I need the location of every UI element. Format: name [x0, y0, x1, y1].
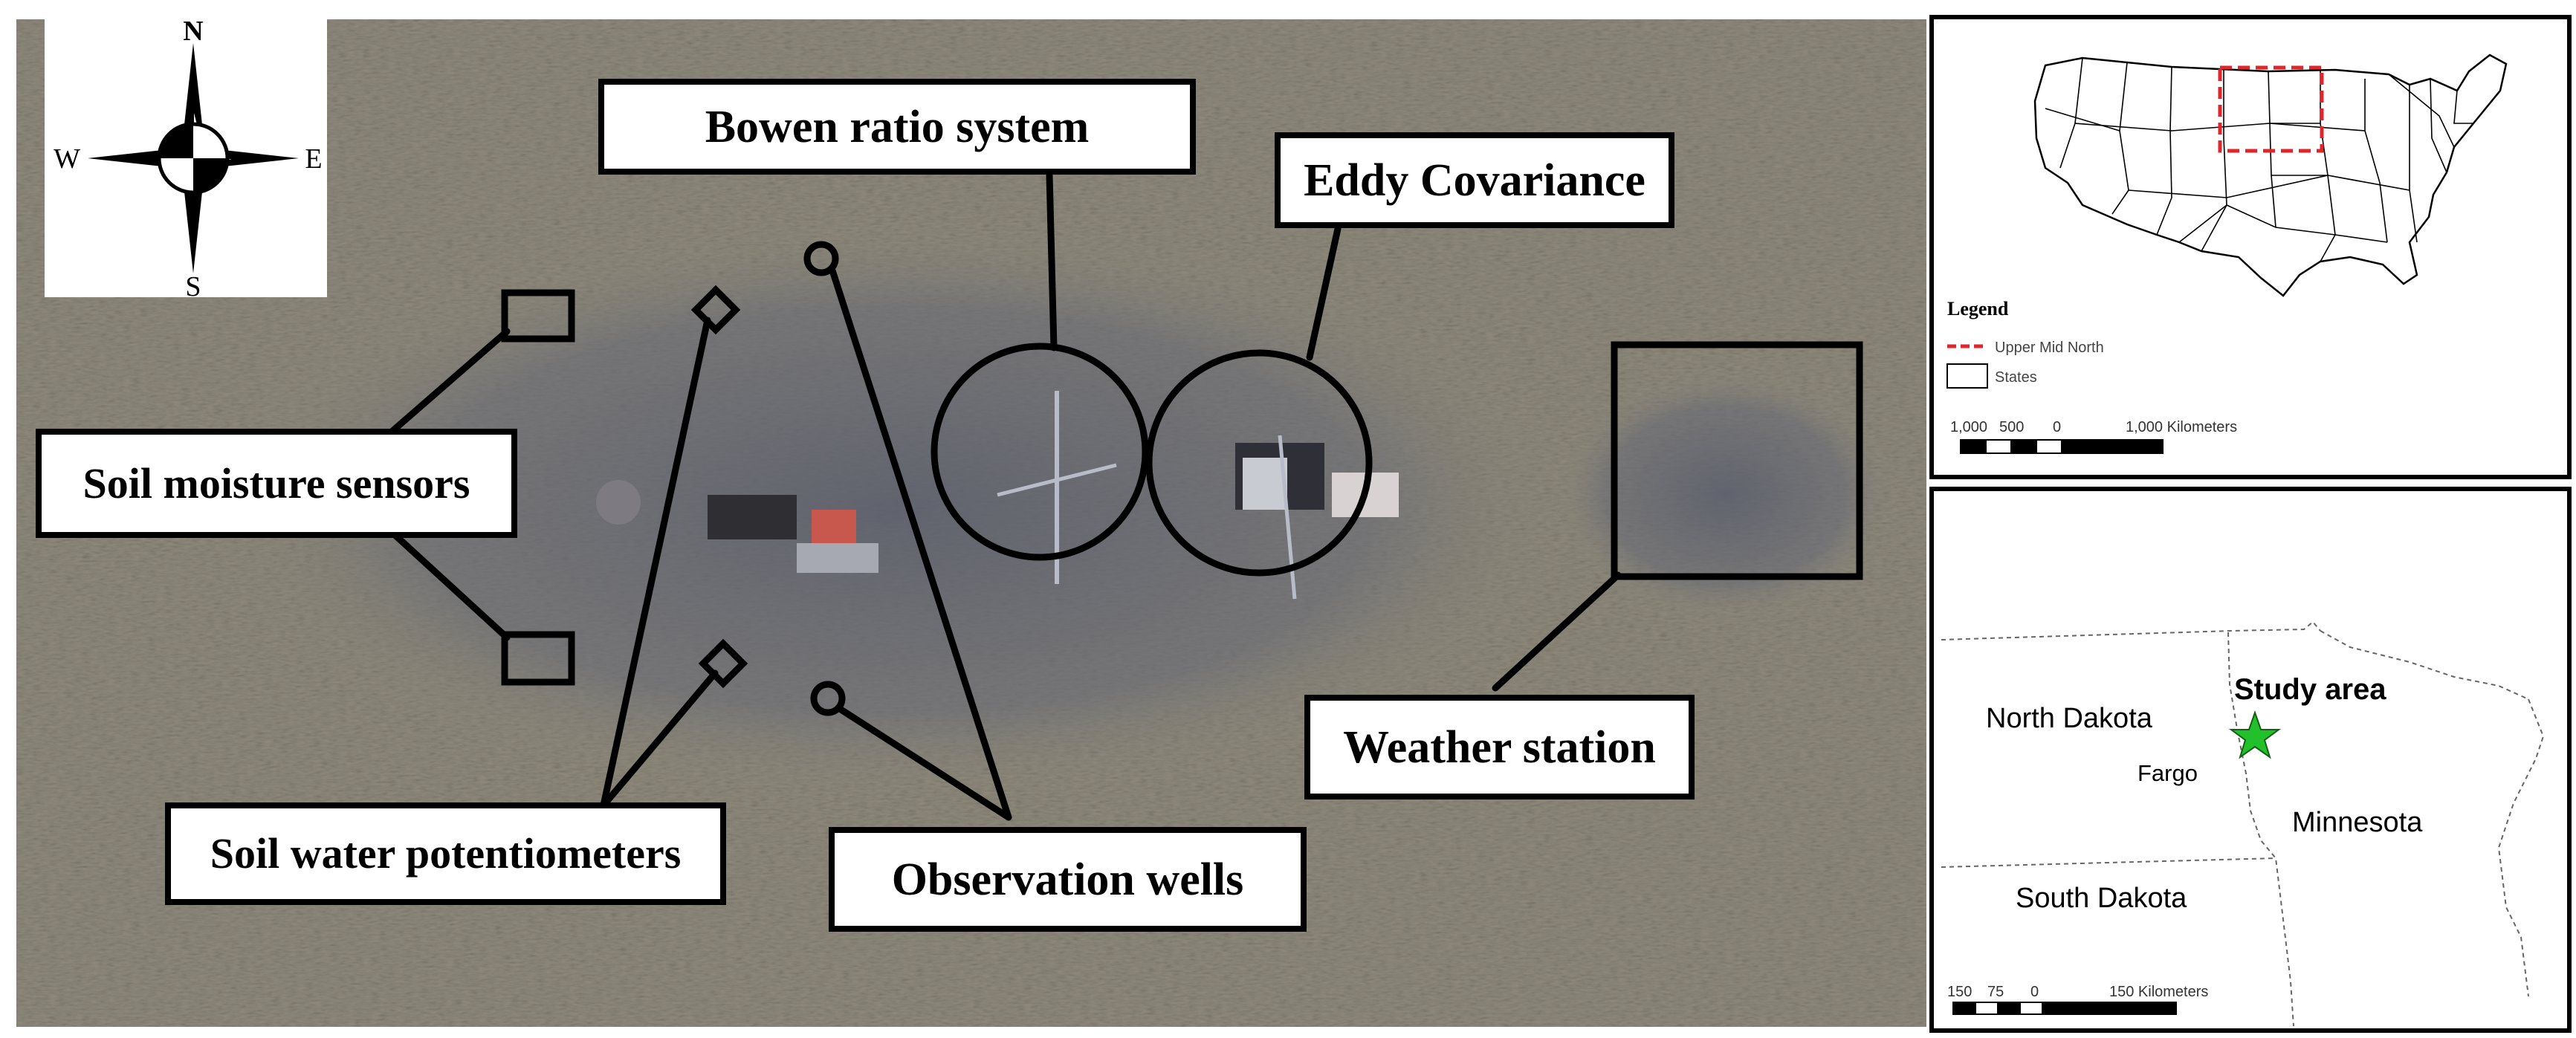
usa-outline: [2033, 53, 2508, 297]
region-map-panel: North Dakota Fargo Minnesota South Dakot…: [1929, 487, 2572, 1033]
region-scale-label-2: 75: [1987, 984, 2004, 1000]
region-scale-label-1: 150: [1947, 984, 1972, 1000]
compass-west-label: W: [54, 143, 80, 175]
eddy-covariance-circle: [1145, 349, 1373, 577]
observation-well-top: [803, 241, 839, 276]
usa-scale-bar: [1960, 439, 2164, 454]
study-area-label: Study area: [2234, 673, 2386, 706]
usa-legend-title: Legend: [1947, 298, 2009, 319]
compass-star-icon: [88, 43, 299, 273]
observation-well-bottom: [810, 681, 846, 716]
weather-station-box: [1611, 341, 1863, 580]
usa-scale-label-4: 1,000 Kilometers: [2126, 419, 2237, 435]
usa-scale-label-1: 1,000: [1950, 419, 1987, 435]
soil-moisture-box-bottom: [501, 631, 575, 686]
callout-soil-water-potentiometers: Soil water potentiometers: [165, 802, 726, 905]
study-area-star-icon: [2228, 710, 2282, 759]
mn-north-edge: [2320, 630, 2529, 700]
legend-states-rectangle-icon: [1946, 363, 1988, 389]
bare-patch-right: [1555, 369, 1897, 621]
region-label-north-dakota: North Dakota: [1986, 703, 2153, 734]
usa-scale-label-2: 500: [1999, 419, 2024, 435]
bowen-ratio-circle: [931, 343, 1149, 561]
leader-lines: [388, 172, 1622, 821]
red-river-border: [2227, 632, 2294, 1027]
region-label-south-dakota: South Dakota: [2016, 883, 2187, 914]
usa-states-map: Legend Upper Mid North States 1,000 500 …: [1946, 53, 2508, 454]
region-label-fargo: Fargo: [2138, 760, 2198, 786]
usa-legend-item-upper-mid-north: Upper Mid North: [1995, 340, 2104, 356]
bare-patch: [210, 220, 1577, 799]
callout-weather-station: Weather station: [1304, 695, 1695, 799]
region-label-minnesota: Minnesota: [2292, 807, 2423, 838]
compass-rose: N S W E: [45, 19, 327, 297]
callout-soil-moisture: Soil moisture sensors: [36, 429, 517, 538]
region-map: North Dakota Fargo Minnesota South Dakot…: [1941, 620, 2545, 1027]
region-scale-bar: [1952, 1002, 2177, 1015]
overlay-shapes: [501, 241, 1863, 716]
mn-east-edge: [2497, 698, 2545, 997]
usa-legend-item-states: States: [1995, 369, 2037, 386]
usa-map-panel: Legend Upper Mid North States 1,000 500 …: [1929, 15, 2572, 479]
region-scale-label-3: 0: [2030, 984, 2039, 1000]
compass-north-label: N: [183, 19, 203, 47]
upper-mid-north-highlight: [2218, 65, 2324, 153]
compass-east-label: E: [305, 143, 322, 175]
region-scale-label-4: 150 Kilometers: [2109, 984, 2208, 1000]
usa-scale-label-3: 0: [2053, 419, 2061, 435]
compass-south-label: S: [185, 271, 201, 297]
callout-observation-wells: Observation wells: [829, 827, 1307, 932]
nd-sd-border: [1941, 857, 2276, 868]
soil-moisture-box-top: [501, 289, 575, 343]
nd-northern-border: [1941, 620, 2321, 640]
callout-eddy-covariance: Eddy Covariance: [1275, 132, 1674, 228]
callout-bowen-ratio: Bowen ratio system: [598, 79, 1196, 175]
